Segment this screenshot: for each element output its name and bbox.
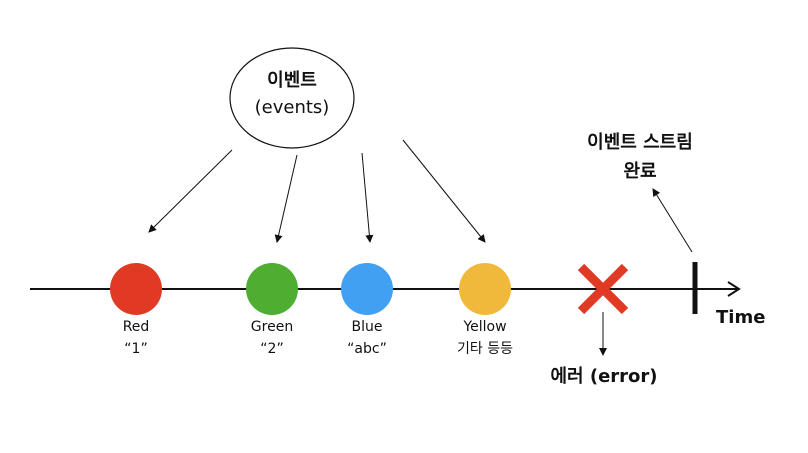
event-value: “2” — [260, 341, 283, 357]
event-yellow: Yellow 기타 등등 — [457, 263, 513, 357]
event-red: Red “1” — [110, 263, 162, 357]
error-x-icon — [577, 263, 629, 315]
events-bubble — [229, 47, 355, 149]
event-marble — [110, 263, 162, 315]
event-name: Red — [123, 319, 150, 335]
event-blue: Blue “abc” — [341, 263, 393, 357]
event-name: Blue — [352, 319, 383, 335]
arrow-to-yellow — [402, 139, 486, 243]
event-marble — [341, 263, 393, 315]
arrow-to-completion-label — [652, 188, 693, 253]
event-green: Green “2” — [246, 263, 298, 357]
event-marble — [246, 263, 298, 315]
time-axis-label: Time — [716, 307, 765, 328]
event-marble — [459, 263, 511, 315]
arrow-to-green — [274, 154, 298, 243]
events-bubble-subtitle: (events) — [255, 97, 330, 118]
event-name: Green — [251, 319, 293, 335]
timeline-arrowhead — [727, 281, 741, 297]
completion-label-line1: 이벤트 스트림 — [587, 132, 693, 153]
error-label: 에러 (error) — [550, 366, 657, 387]
event-name: Yellow — [462, 319, 506, 335]
arrow-to-blue — [361, 152, 374, 243]
events-bubble-title: 이벤트 — [267, 70, 317, 91]
event-value: 기타 등등 — [457, 341, 513, 357]
event-value: “abc” — [347, 341, 387, 357]
arrow-to-red — [148, 149, 233, 233]
event-value: “1” — [124, 341, 147, 357]
completion-label-line2: 완료 — [623, 161, 656, 182]
